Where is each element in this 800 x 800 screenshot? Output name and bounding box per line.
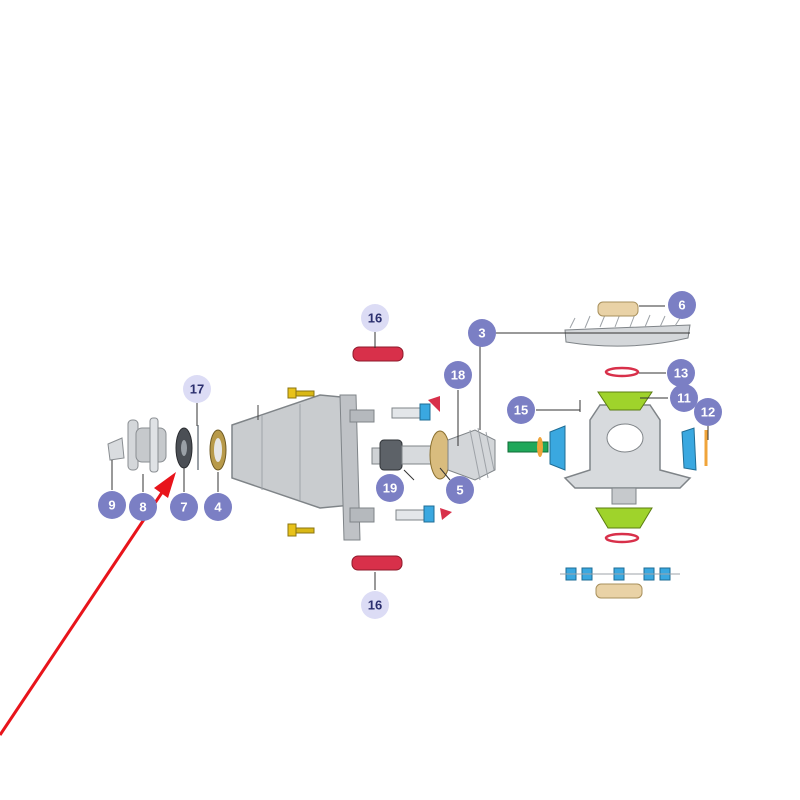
- carrier-bearing-top: [597, 301, 639, 317]
- callout-label: 11: [677, 391, 691, 406]
- ring-gear-part: [564, 313, 691, 347]
- callout-13: 13: [667, 359, 695, 387]
- callout-label: 18: [451, 368, 465, 383]
- leader-lines: [111, 305, 709, 590]
- output-shaft-part: [507, 437, 549, 457]
- oil-seal-part: [175, 427, 193, 469]
- adjuster-bolt-bottom: [395, 505, 452, 523]
- callout-label: 13: [674, 366, 688, 381]
- pinion-bearing-part: [209, 429, 227, 471]
- callout-label: 6: [678, 298, 685, 313]
- callout-8: 8: [129, 493, 157, 521]
- pinion-gear-part: [401, 427, 496, 481]
- callout-6: 6: [668, 291, 696, 319]
- differential-housing: [231, 394, 375, 541]
- callout-label: 16: [368, 598, 382, 613]
- spider-gear-top: [597, 391, 653, 411]
- callout-19: 19: [376, 474, 404, 502]
- callout-label: 7: [180, 500, 187, 515]
- housing-bolt-top: [287, 387, 315, 399]
- callout-label: 4: [214, 500, 222, 515]
- callout-label: 12: [701, 405, 715, 420]
- callout-label: 3: [478, 326, 485, 341]
- thrust-washer-top: [604, 366, 640, 378]
- callout-label: 19: [383, 481, 397, 496]
- callout-label: 8: [139, 500, 146, 515]
- side-gear-left: [549, 425, 566, 471]
- carrier-bearing-bottom: [595, 583, 643, 599]
- callout-16-top: 16: [361, 304, 389, 332]
- callout-label: 5: [456, 483, 463, 498]
- callout-label: 17: [190, 382, 204, 397]
- side-gear-right: [681, 427, 708, 471]
- callout-16-bottom: 16: [361, 591, 389, 619]
- callout-7: 7: [170, 493, 198, 521]
- callout-4: 4: [204, 493, 232, 521]
- callout-18: 18: [444, 361, 472, 389]
- callout-15: 15: [507, 396, 535, 424]
- adjuster-bolt-top: [391, 396, 440, 421]
- callout-label: 15: [514, 403, 528, 418]
- callout-5: 5: [446, 476, 474, 504]
- case-bolt-set: [560, 567, 680, 581]
- callout-12: 12: [694, 398, 722, 426]
- callout-11: 11: [670, 384, 698, 412]
- pinion-spacer-part: [371, 439, 403, 471]
- red-ring-bottom: [351, 555, 403, 571]
- callout-3: 3: [468, 319, 496, 347]
- callout-9: 9: [98, 491, 126, 519]
- differential-case: [563, 404, 692, 505]
- thrust-washer-bottom: [604, 532, 640, 544]
- red-pointer-arrow: [0, 472, 176, 736]
- spider-gear-bottom: [595, 507, 653, 529]
- flange-yoke-part: [107, 417, 167, 473]
- housing-bolt-bottom: [287, 523, 315, 537]
- callout-label: 16: [368, 311, 382, 326]
- red-ring-top: [352, 346, 404, 362]
- callout-17: 17: [183, 375, 211, 403]
- callout-label: 9: [108, 498, 115, 513]
